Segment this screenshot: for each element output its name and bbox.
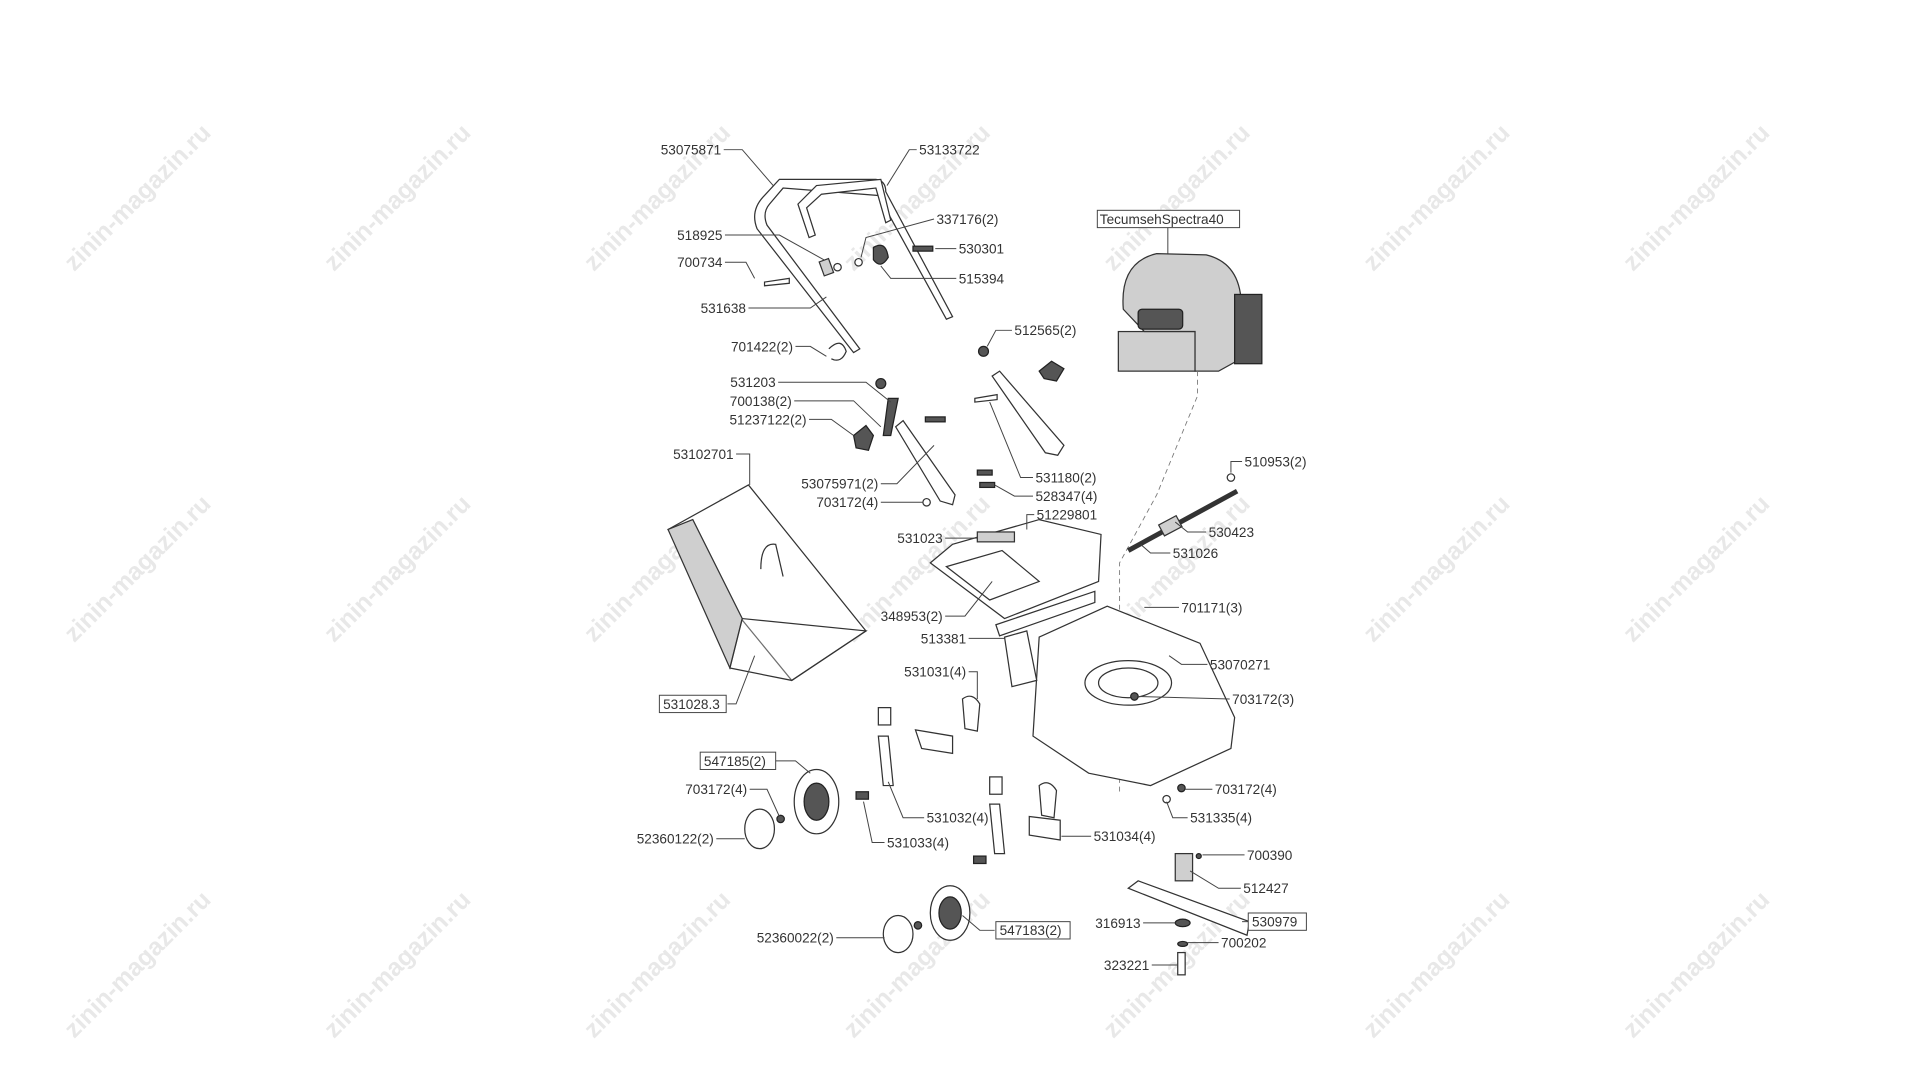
watermark: zinin-magazin.ru <box>1358 490 1515 647</box>
cable-clip <box>763 244 934 287</box>
rear-wheel[interactable] <box>882 885 971 954</box>
part-number-label[interactable]: 530301 <box>959 242 1004 257</box>
part-number-label[interactable]: 513381 <box>921 631 966 646</box>
part-number-label[interactable]: 51237122(2) <box>729 412 806 427</box>
part-number-label[interactable]: 547183(2) <box>1000 923 1062 938</box>
part-number-label[interactable]: 510953(2) <box>1245 454 1307 469</box>
watermark: zinin-magazin.ru <box>1618 886 1775 1043</box>
part-number-label[interactable]: 531034(4) <box>1094 829 1156 844</box>
lower-handle-left[interactable] <box>852 377 996 507</box>
front-wheel[interactable] <box>744 768 840 850</box>
part-number-label[interactable]: 700202 <box>1221 936 1266 951</box>
part-number-label[interactable]: 337176(2) <box>936 212 998 227</box>
part-number-label[interactable]: 528347(4) <box>1035 489 1097 504</box>
rear-flap[interactable] <box>929 518 1102 637</box>
leader-lines <box>716 149 1249 966</box>
part-number-label[interactable]: 52360122(2) <box>637 832 714 847</box>
height-adjust-axle <box>1127 473 1239 553</box>
label-box <box>658 694 727 714</box>
part-number-label[interactable]: 703172(4) <box>1215 782 1277 797</box>
part-labels: TecumsehSpectra40 53075871 53133722 5189… <box>637 143 1307 973</box>
watermark: zinin-magazin.ru <box>319 886 476 1043</box>
part-number-label[interactable]: 703172(4) <box>685 782 747 797</box>
part-number-label[interactable]: 701171(3) <box>1181 600 1242 615</box>
watermark: zinin-magazin.ru <box>1099 119 1256 276</box>
part-number-label[interactable]: 531026 <box>1173 546 1218 561</box>
watermark: zinin-magazin.ru <box>1358 119 1515 276</box>
clip-ring <box>828 342 847 361</box>
part-number-label[interactable]: 518925 <box>677 228 722 243</box>
part-number-label[interactable]: 530423 <box>1209 525 1254 540</box>
part-number-label[interactable]: 53075971(2) <box>801 477 878 492</box>
brake-bar[interactable] <box>797 178 892 239</box>
part-number-label[interactable]: 348953(2) <box>881 609 943 624</box>
part-number-label[interactable]: 52360022(2) <box>757 931 834 946</box>
part-number-label[interactable]: 701422(2) <box>731 339 793 354</box>
watermark: zinin-magazin.ru <box>1358 886 1515 1043</box>
grass-catcher[interactable] <box>667 484 868 682</box>
watermark: zinin-magazin.ru <box>59 490 216 647</box>
mower-deck[interactable] <box>1003 605 1236 787</box>
part-number-label[interactable]: 700734 <box>677 255 723 270</box>
part-number-label[interactable]: 703172(4) <box>816 495 878 510</box>
part-number-label[interactable]: 703172(3) <box>1232 692 1294 707</box>
watermark: zinin-magazin.ru <box>839 886 996 1043</box>
part-number-label[interactable]: 531638 <box>701 301 746 316</box>
engine-model-label[interactable]: TecumsehSpectra40 <box>1100 212 1224 227</box>
part-number-label[interactable]: 531032(4) <box>927 811 989 826</box>
part-number-label[interactable]: 531203 <box>730 375 775 390</box>
engine[interactable] <box>1117 252 1263 372</box>
part-number-label[interactable]: 51229801 <box>1037 508 1097 523</box>
part-number-label[interactable]: 53075871 <box>661 143 721 158</box>
watermark: zinin-magazin.ru <box>1618 119 1775 276</box>
watermark: zinin-magazin.ru <box>319 119 476 276</box>
part-number-label[interactable]: 515394 <box>959 271 1005 286</box>
part-number-label[interactable]: 316913 <box>1095 916 1140 931</box>
lower-handle-right[interactable] <box>974 345 1065 456</box>
watermark: zinin-magazin.ru <box>319 490 476 647</box>
part-number-label[interactable]: 531335(4) <box>1190 811 1252 826</box>
part-number-label[interactable]: 323221 <box>1104 958 1149 973</box>
watermark: zinin-magazin.ru <box>579 886 736 1043</box>
label-box <box>1247 912 1307 931</box>
part-number-label[interactable]: 531180(2) <box>1035 470 1096 485</box>
watermark: zinin-magazin.ru <box>59 886 216 1043</box>
label-box <box>699 751 777 770</box>
label-box <box>995 921 1071 940</box>
part-number-label[interactable]: 531031(4) <box>904 665 966 680</box>
part-number-label[interactable]: 531023 <box>897 531 942 546</box>
part-number-label[interactable]: 531033(4) <box>887 835 949 850</box>
engine-label-box <box>1096 209 1241 229</box>
part-number-label[interactable]: 53133722 <box>919 143 979 158</box>
watermark: zinin-magazin.ru <box>59 119 216 276</box>
height-adjust-levers <box>855 695 1061 865</box>
part-number-label[interactable]: 700390 <box>1247 848 1293 863</box>
part-number-label[interactable]: 530979 <box>1252 915 1297 930</box>
part-number-label[interactable]: 531028.3 <box>663 697 720 712</box>
part-number-label[interactable]: 512427 <box>1243 881 1288 896</box>
part-number-label[interactable]: 53070271 <box>1210 657 1270 672</box>
part-number-label[interactable]: 700138(2) <box>730 394 792 409</box>
part-number-label[interactable]: 547185(2) <box>704 754 766 769</box>
part-number-label[interactable]: 512565(2) <box>1014 323 1076 338</box>
upper-handle[interactable] <box>754 178 954 354</box>
part-number-label[interactable]: 53102701 <box>673 447 733 462</box>
watermark: zinin-magazin.ru <box>1618 490 1775 647</box>
